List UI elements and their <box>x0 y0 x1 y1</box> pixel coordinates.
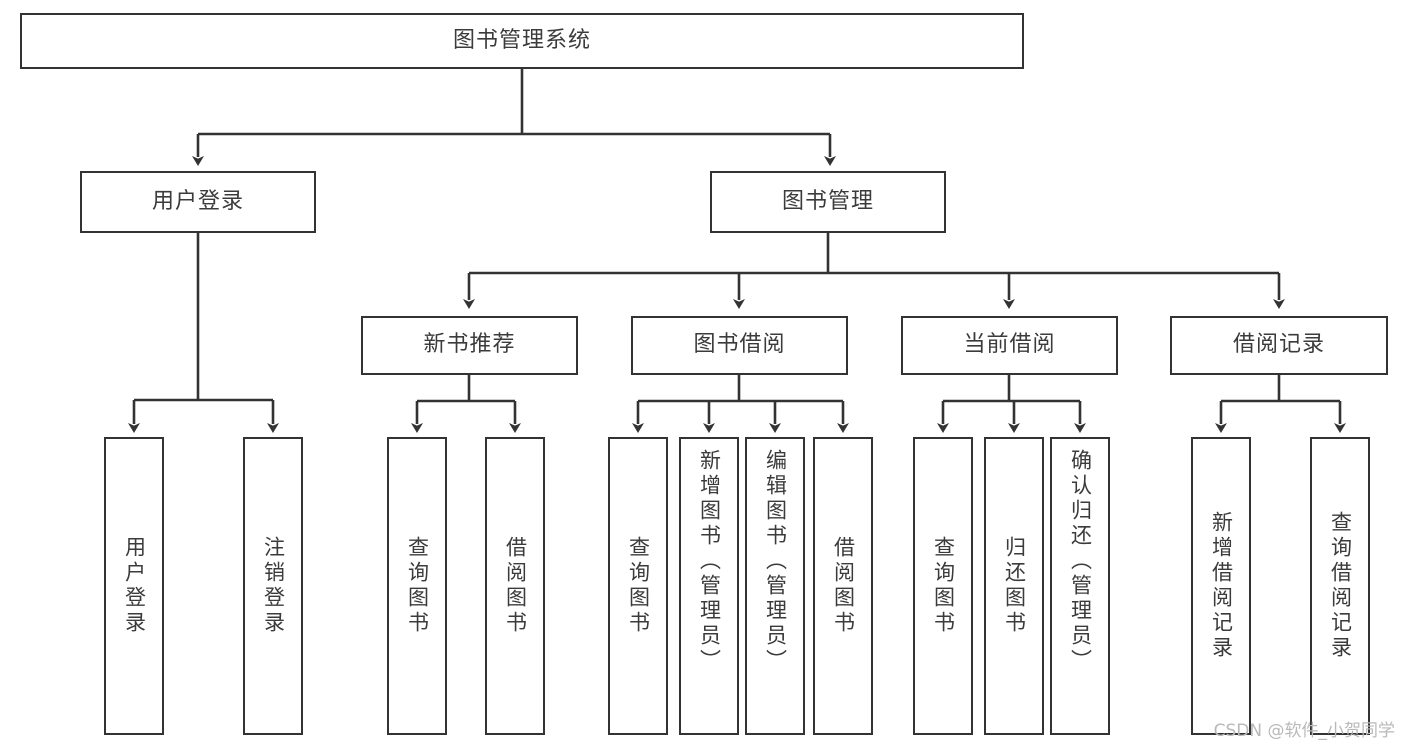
node-current-borrow[interactable]: 当前借阅 <box>901 316 1118 375</box>
node-leaf-query-book-3-label: 查询图书 <box>931 536 956 636</box>
node-book-borrow-label: 图书借阅 <box>693 332 786 358</box>
node-leaf-add-book-admin-label: 新增图书（管理员） <box>697 449 722 674</box>
node-leaf-query-book-1[interactable]: 查询图书 <box>387 437 447 735</box>
node-current-borrow-label: 当前借阅 <box>963 332 1056 358</box>
node-leaf-logout-login[interactable]: 注销登录 <box>243 437 303 735</box>
node-borrow-record[interactable]: 借阅记录 <box>1170 316 1388 375</box>
node-leaf-borrow-book-2[interactable]: 借阅图书 <box>813 437 873 735</box>
node-leaf-borrow-book-1[interactable]: 借阅图书 <box>485 437 545 735</box>
node-leaf-add-borrow-record[interactable]: 新增借阅记录 <box>1191 437 1251 735</box>
node-leaf-edit-book-admin[interactable]: 编辑图书（管理员） <box>745 437 805 735</box>
node-leaf-logout-login-label: 注销登录 <box>261 536 286 636</box>
node-leaf-confirm-return-admin-label: 确认归还（管理员） <box>1068 449 1093 674</box>
node-leaf-query-book-2-label: 查询图书 <box>626 536 651 636</box>
node-leaf-query-borrow-record[interactable]: 查询借阅记录 <box>1310 437 1370 735</box>
node-leaf-return-book-label: 归还图书 <box>1002 536 1027 636</box>
node-leaf-query-book-3[interactable]: 查询图书 <box>913 437 973 735</box>
node-book-borrow[interactable]: 图书借阅 <box>631 316 848 375</box>
node-leaf-edit-book-admin-label: 编辑图书（管理员） <box>763 449 788 674</box>
node-leaf-add-borrow-record-label: 新增借阅记录 <box>1209 511 1234 661</box>
node-leaf-query-book-2[interactable]: 查询图书 <box>608 437 668 735</box>
node-borrow-record-label: 借阅记录 <box>1232 332 1325 358</box>
node-new-book-recommend[interactable]: 新书推荐 <box>361 316 578 375</box>
node-root-label: 图书管理系统 <box>452 27 591 53</box>
node-new-book-recommend-label: 新书推荐 <box>423 332 516 358</box>
node-leaf-query-borrow-record-label: 查询借阅记录 <box>1328 511 1353 661</box>
node-leaf-user-login[interactable]: 用户登录 <box>104 437 164 735</box>
node-leaf-borrow-book-2-label: 借阅图书 <box>831 536 856 636</box>
node-leaf-add-book-admin[interactable]: 新增图书（管理员） <box>679 437 739 735</box>
node-book-manage[interactable]: 图书管理 <box>710 171 946 233</box>
node-book-manage-label: 图书管理 <box>781 188 874 214</box>
node-leaf-return-book[interactable]: 归还图书 <box>984 437 1044 735</box>
node-leaf-borrow-book-1-label: 借阅图书 <box>503 536 528 636</box>
node-leaf-confirm-return-admin[interactable]: 确认归还（管理员） <box>1050 437 1110 735</box>
node-user-login[interactable]: 用户登录 <box>80 171 316 233</box>
node-leaf-user-login-label: 用户登录 <box>122 536 147 636</box>
node-user-login-label: 用户登录 <box>151 188 244 214</box>
node-root[interactable]: 图书管理系统 <box>20 13 1024 69</box>
watermark: CSDN @软件_小贺同学 <box>1213 721 1395 741</box>
node-leaf-query-book-1-label: 查询图书 <box>405 536 430 636</box>
